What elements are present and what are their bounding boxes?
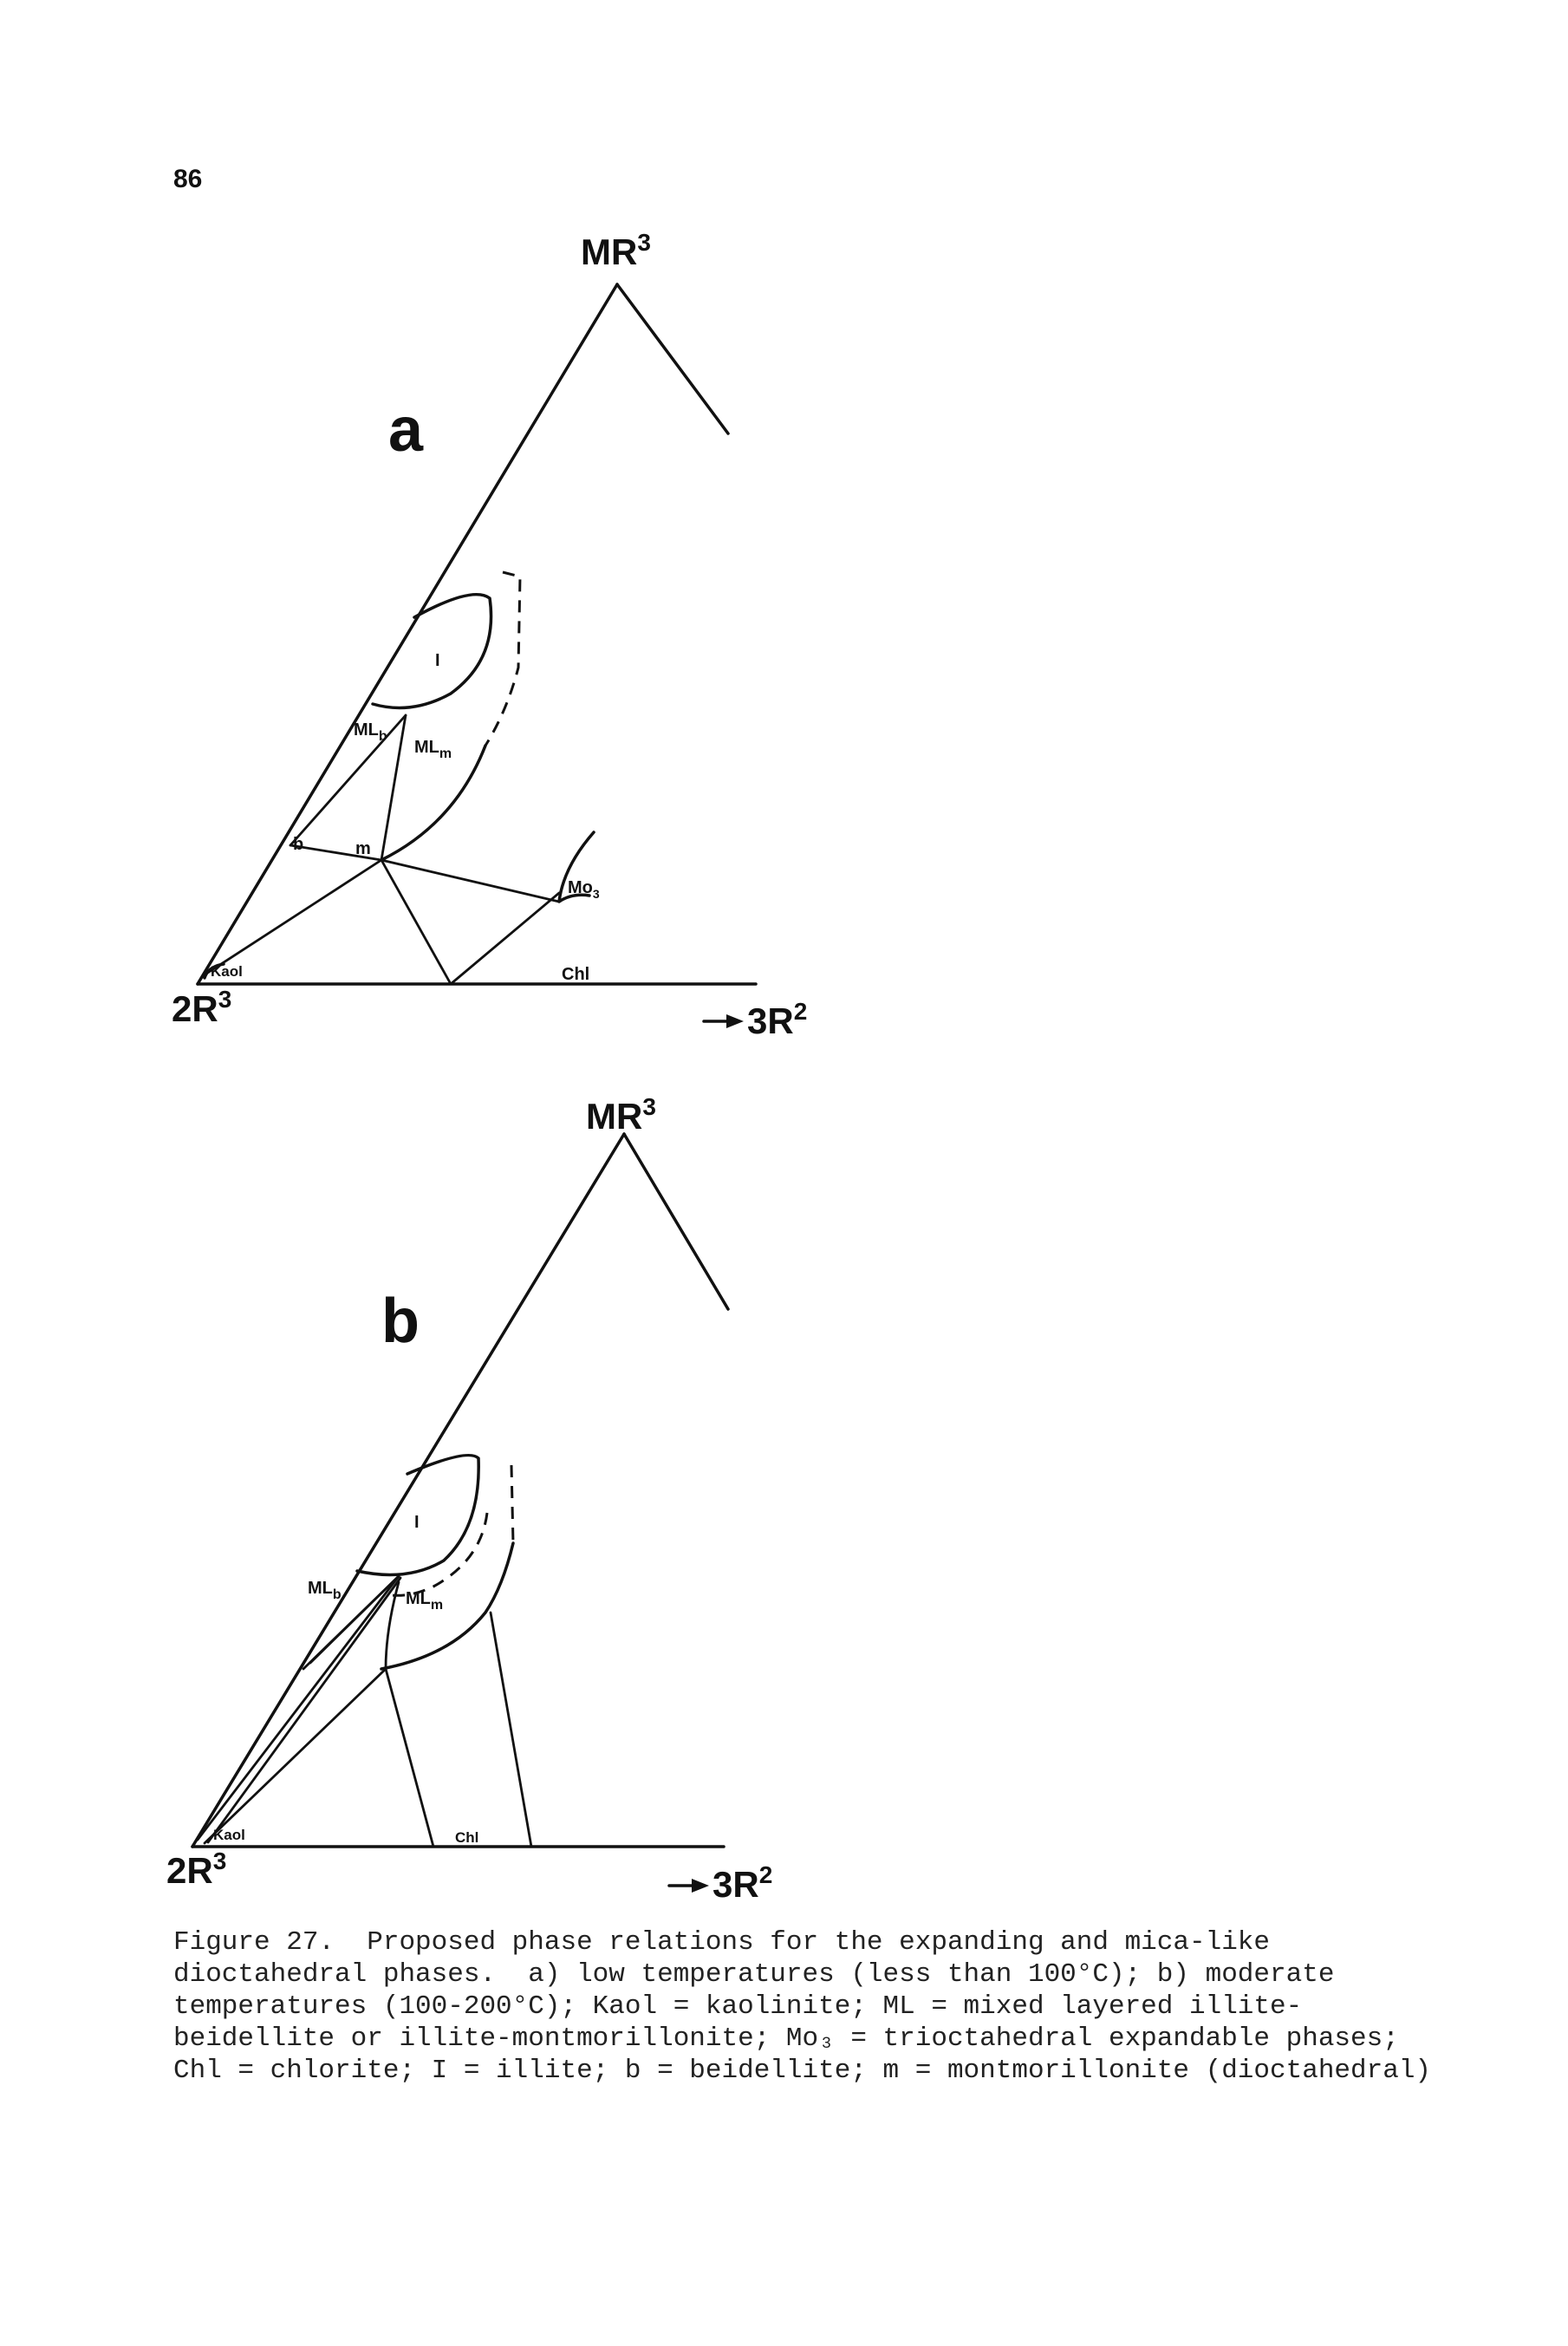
diagram-a-panel-label: a: [388, 395, 424, 465]
caption-line: Chl = chlorite; I = illite; b = beidelli…: [173, 2056, 1432, 2086]
diagram-b-dashed-outer: [510, 1464, 515, 1544]
diagram-a-mlm-label: MLm: [414, 738, 452, 761]
diagram-b-tie-chl-left: [384, 1667, 435, 1848]
diagram-a-right-axis-label: 3R2: [747, 998, 807, 1041]
diagram-b-panel-label: b: [381, 1287, 420, 1356]
diagram-b-outer-curve: [380, 1541, 515, 1671]
diagram-a-left-vertex-label: 2R3: [172, 986, 231, 1029]
diagram-b-tie-2: [302, 1574, 400, 1671]
figure-caption: Figure 27. Proposed phase relations for …: [173, 1926, 1439, 2087]
diagram-b: MR3 b 2R3 3R2 I MLb MLm Kaol Chl: [166, 1093, 772, 1905]
diagram-a-right-side: [615, 283, 730, 435]
diagram-a-left-side: [196, 283, 619, 986]
diagram-b-arrow-head-icon: [692, 1879, 709, 1893]
diagram-a-dashed-boundary: [484, 570, 522, 746]
diagram-b-mlm-label: MLm: [406, 1589, 443, 1613]
caption-line: dioctahedral phases. a) low temperatures…: [173, 1959, 1335, 1990]
diagram-a-tie-i-m: [380, 714, 407, 862]
diagram-a-tie-b-m: [289, 844, 383, 862]
diagram-a-m-label: m: [355, 839, 371, 858]
diagram-a-chl-label: Chl: [562, 965, 589, 984]
diagram-b-right-side: [622, 1132, 730, 1311]
diagram-a-tie-m-mo3: [380, 858, 561, 903]
diagram-b-tie-4: [206, 1576, 402, 1844]
diagram-a-outer-curve: [380, 744, 487, 862]
diagram-a-mlb-label: MLb: [354, 720, 387, 744]
diagram-b-illite-field: [355, 1453, 480, 1577]
page-number: 86: [173, 165, 203, 193]
diagram-a-mo3-label: Mo3: [568, 878, 600, 901]
diagram-a-b-label: b: [293, 835, 303, 854]
diagram-a: MR3 a 2R3 3R2 I MLb MLm b m Mo3 Kaol Chl: [172, 229, 807, 1041]
diagram-a-tie-m-chl: [380, 858, 452, 986]
diagram-b-kaol-label: Kaol: [213, 1827, 245, 1843]
diagram-a-mo3-field: [557, 831, 595, 903]
caption-line: temperatures (100-200°C); Kaol = kaolini…: [173, 1991, 1303, 2022]
diagram-a-illite-label: I: [435, 651, 440, 670]
diagram-a-tie-m-kaol: [202, 858, 383, 977]
diagram-b-mlm-boundary: [384, 1580, 400, 1671]
caption-line: Figure 27. Proposed phase relations for …: [173, 1927, 1271, 1958]
diagram-b-chl-label: Chl: [455, 1829, 478, 1846]
diagram-a-illite-field: [371, 592, 493, 710]
diagram-a-kaol-label: Kaol: [211, 963, 243, 980]
diagram-a-arrow-head-icon: [726, 1014, 744, 1028]
diagram-b-left-side: [191, 1132, 626, 1848]
diagram-a-tie-chl-mo3: [449, 891, 561, 986]
diagram-b-left-vertex-label: 2R3: [166, 1847, 226, 1891]
diagram-a-kaol-field: [203, 962, 225, 980]
diagram-a-tie-i-b: [289, 714, 407, 847]
diagram-b-right-axis-label: 3R2: [712, 1861, 772, 1905]
diagram-b-apex-label: MR3: [586, 1093, 656, 1137]
diagram-a-apex-label: MR3: [581, 229, 651, 272]
diagram-b-mlb-label: MLb: [308, 1579, 342, 1602]
diagram-b-tie-3: [196, 1574, 400, 1841]
caption-line: beidellite or illite-montmorillonite; Mo…: [173, 2023, 1399, 2054]
diagram-b-tie-chl-right: [489, 1611, 533, 1848]
diagram-b-tie-5: [203, 1667, 387, 1845]
diagram-b-dashed-inner: [391, 1512, 489, 1597]
diagram-b-illite-label: I: [414, 1513, 420, 1532]
